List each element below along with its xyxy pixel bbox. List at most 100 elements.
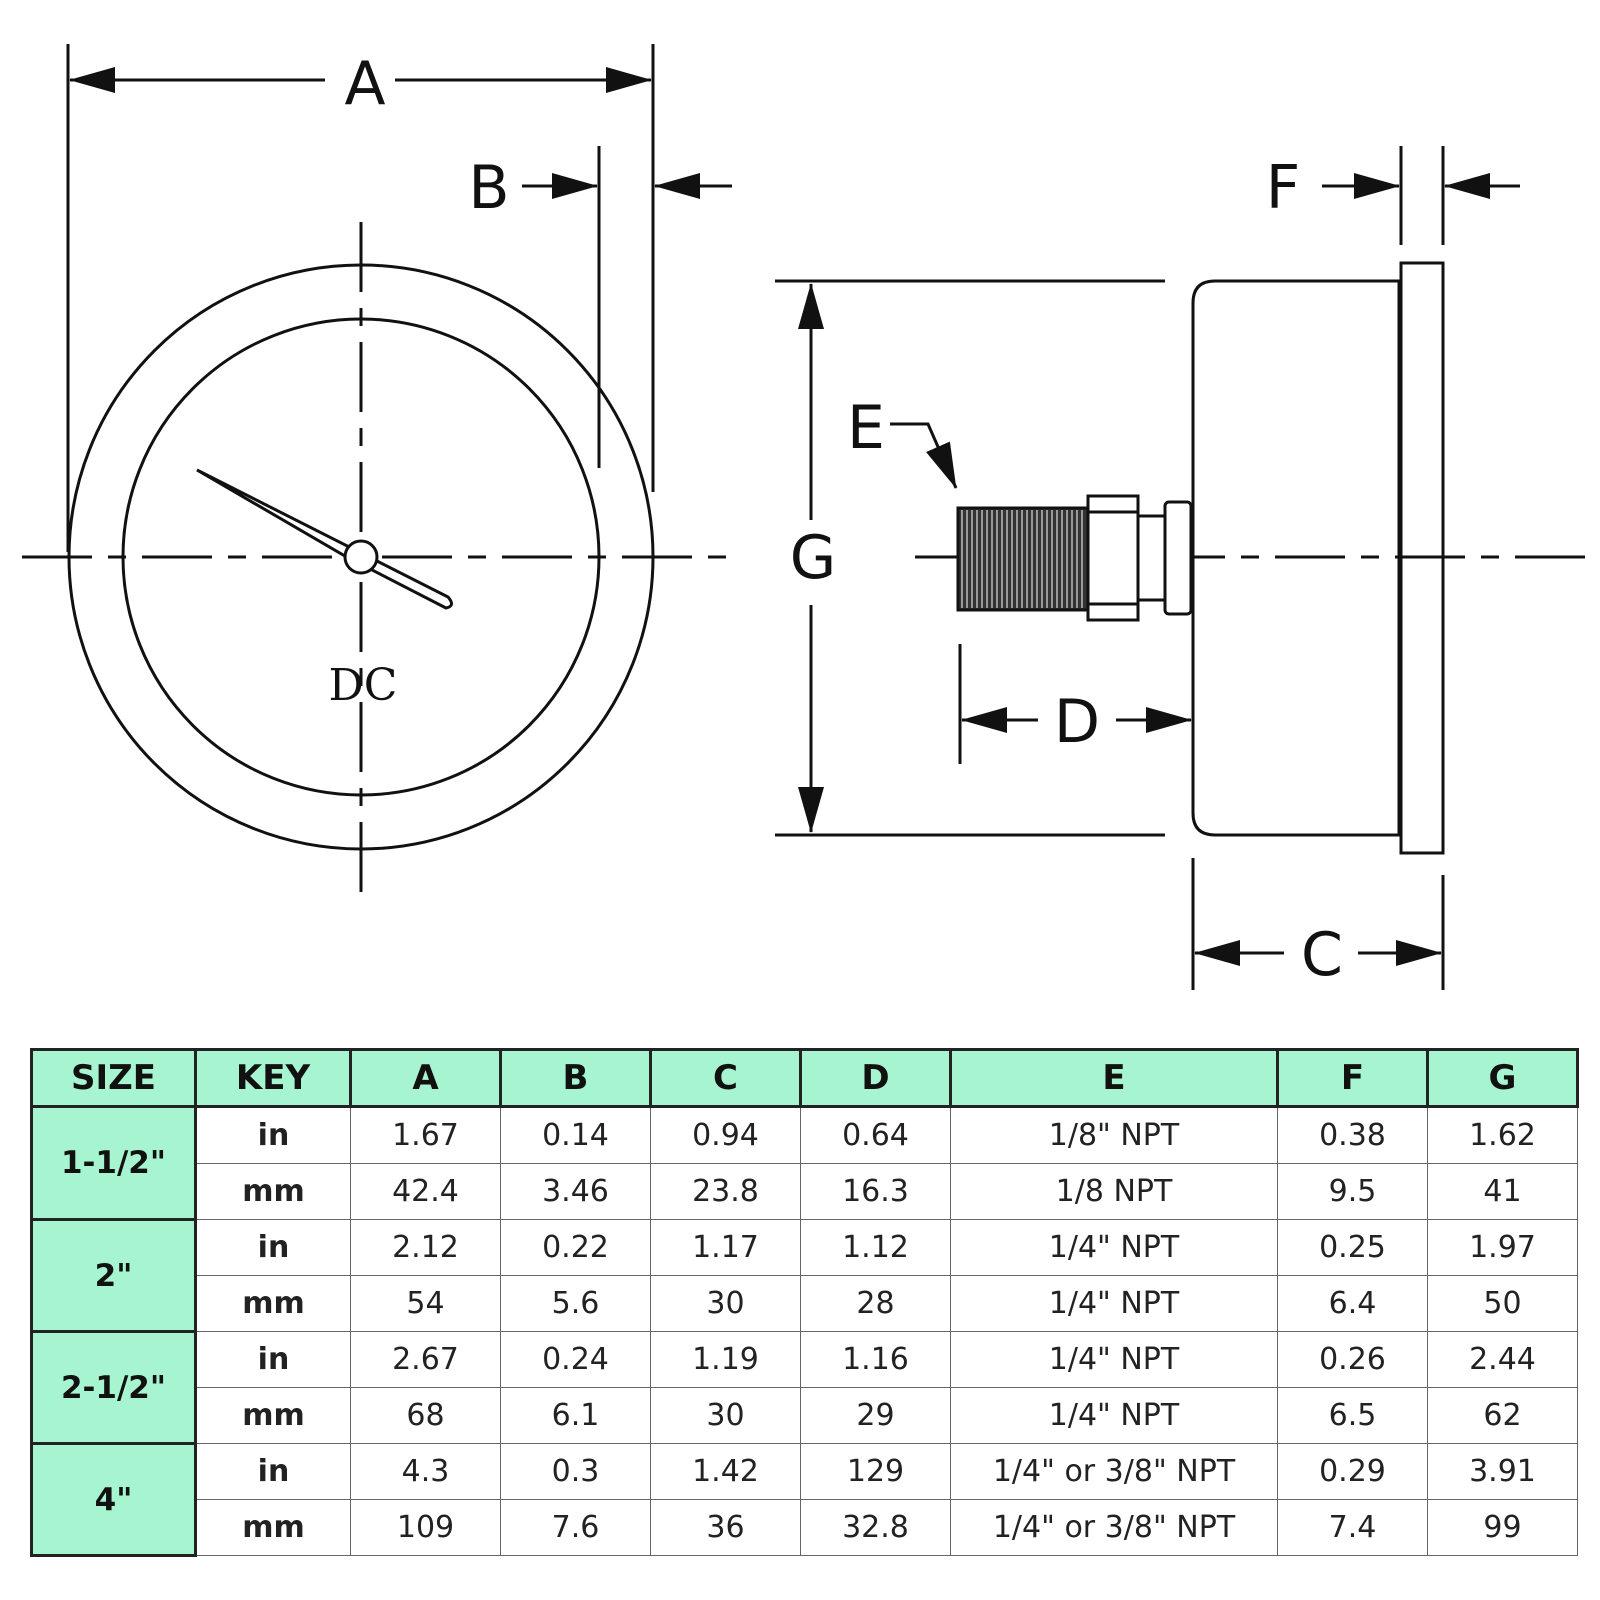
gauge-needle	[196, 468, 453, 610]
hex-nut	[1086, 494, 1140, 622]
column-header-f: F	[1276, 1048, 1429, 1108]
column-header-size: SIZE	[30, 1048, 197, 1108]
value-cell-e: 1/8 NPT	[950, 1163, 1278, 1220]
value-cell-f: 0.26	[1277, 1331, 1428, 1388]
unit-key-cell: in	[195, 1219, 351, 1276]
column-header-g: G	[1426, 1048, 1579, 1108]
value-cell-b: 0.14	[500, 1106, 651, 1164]
unit-key-cell: in	[195, 1443, 351, 1500]
value-cell-d: 16.3	[800, 1163, 951, 1220]
label-b: B	[468, 153, 509, 223]
value-cell-e: 1/4" NPT	[950, 1219, 1278, 1276]
column-header-c: C	[649, 1048, 802, 1108]
side-view	[775, 146, 1590, 990]
value-cell-a: 42.4	[350, 1163, 501, 1220]
column-header-e: E	[949, 1048, 1279, 1108]
value-cell-f: 0.29	[1277, 1443, 1428, 1500]
dim-e-leader	[890, 422, 958, 489]
value-cell-f: 0.38	[1277, 1106, 1428, 1164]
value-cell-c: 0.94	[650, 1106, 801, 1164]
value-cell-f: 9.5	[1277, 1163, 1428, 1220]
size-cell: 2-1/2"	[30, 1330, 197, 1445]
value-cell-c: 1.42	[650, 1443, 801, 1500]
label-f: F	[1266, 153, 1301, 223]
value-cell-c: 30	[650, 1387, 801, 1444]
needle-hub	[343, 539, 379, 575]
value-cell-d: 1.12	[800, 1219, 951, 1276]
value-cell-f: 7.4	[1277, 1499, 1428, 1556]
unit-key-cell: mm	[195, 1275, 351, 1332]
value-cell-g: 62	[1427, 1387, 1578, 1444]
value-cell-g: 41	[1427, 1163, 1578, 1220]
value-cell-b: 7.6	[500, 1499, 651, 1556]
unit-key-cell: mm	[195, 1499, 351, 1556]
value-cell-e: 1/4" or 3/8" NPT	[950, 1499, 1278, 1556]
label-c: C	[1301, 920, 1343, 990]
value-cell-a: 2.12	[350, 1219, 501, 1276]
size-cell: 1-1/2"	[30, 1105, 197, 1221]
value-cell-g: 1.97	[1427, 1219, 1578, 1276]
value-cell-a: 109	[350, 1499, 501, 1556]
unit-key-cell: in	[195, 1106, 351, 1164]
value-cell-c: 30	[650, 1275, 801, 1332]
label-a: A	[344, 49, 385, 119]
value-cell-b: 6.1	[500, 1387, 651, 1444]
value-cell-b: 0.24	[500, 1331, 651, 1388]
value-cell-a: 1.67	[350, 1106, 501, 1164]
value-cell-d: 28	[800, 1275, 951, 1332]
value-cell-c: 1.17	[650, 1219, 801, 1276]
column-header-b: B	[499, 1048, 652, 1108]
value-cell-d: 0.64	[800, 1106, 951, 1164]
column-header-d: D	[799, 1048, 952, 1108]
value-cell-e: 1/4" NPT	[950, 1331, 1278, 1388]
value-cell-c: 23.8	[650, 1163, 801, 1220]
column-header-key: KEY	[194, 1048, 352, 1108]
size-cell: 2"	[30, 1218, 197, 1333]
gauge-dimension-drawing: A B DC G E D C F	[22, 44, 1590, 990]
value-cell-b: 0.22	[500, 1219, 651, 1276]
value-cell-e: 1/8" NPT	[950, 1106, 1278, 1164]
value-cell-d: 1.16	[800, 1331, 951, 1388]
value-cell-c: 36	[650, 1499, 801, 1556]
front-view	[22, 44, 732, 895]
value-cell-f: 6.4	[1277, 1275, 1428, 1332]
case-body	[1191, 279, 1401, 837]
value-cell-g: 99	[1427, 1499, 1578, 1556]
label-e: E	[847, 393, 885, 463]
value-cell-b: 5.6	[500, 1275, 651, 1332]
stem-collar	[1163, 500, 1193, 616]
value-cell-d: 129	[800, 1443, 951, 1500]
value-cell-f: 0.25	[1277, 1219, 1428, 1276]
value-cell-d: 29	[800, 1387, 951, 1444]
value-cell-b: 3.46	[500, 1163, 651, 1220]
dc-mark: DC	[329, 660, 398, 711]
value-cell-f: 6.5	[1277, 1387, 1428, 1444]
value-cell-g: 1.62	[1427, 1106, 1578, 1164]
value-cell-e: 1/4" NPT	[950, 1387, 1278, 1444]
value-cell-g: 3.91	[1427, 1443, 1578, 1500]
value-cell-e: 1/4" NPT	[950, 1275, 1278, 1332]
value-cell-g: 50	[1427, 1275, 1578, 1332]
unit-key-cell: in	[195, 1331, 351, 1388]
value-cell-d: 32.8	[800, 1499, 951, 1556]
thread-lines	[961, 510, 1083, 608]
value-cell-a: 2.67	[350, 1331, 501, 1388]
stem-neck	[1136, 514, 1167, 602]
value-cell-c: 1.19	[650, 1331, 801, 1388]
value-cell-b: 0.3	[500, 1443, 651, 1500]
label-d: D	[1054, 687, 1100, 757]
value-cell-a: 54	[350, 1275, 501, 1332]
value-cell-g: 2.44	[1427, 1331, 1578, 1388]
value-cell-a: 68	[350, 1387, 501, 1444]
label-g: G	[790, 523, 837, 593]
